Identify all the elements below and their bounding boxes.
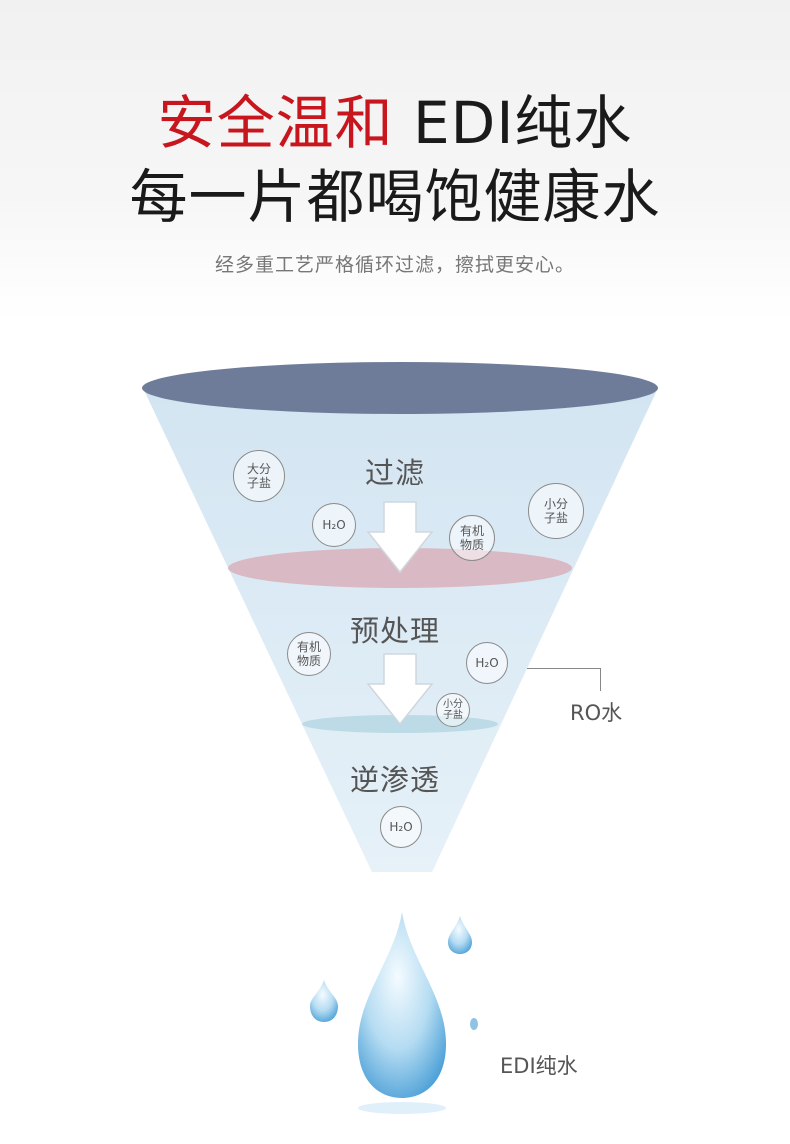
molecule-bubble: H₂O <box>312 503 356 547</box>
molecule-bubble: H₂O <box>380 806 422 848</box>
molecule-bubble: 小分 子盐 <box>528 483 584 539</box>
water-drop-small-icon <box>448 916 472 954</box>
headline-highlight: 安全温和 <box>157 89 394 157</box>
molecule-bubble: 小分 子盐 <box>436 693 470 727</box>
headline-line-2: 每一片都喝饱健康水 <box>129 163 661 231</box>
down-arrow-icon <box>366 501 434 574</box>
down-arrow-icon <box>366 653 434 726</box>
header-background <box>0 0 790 320</box>
headline-product: EDI纯水 <box>393 89 633 157</box>
water-drop-tiny-icon <box>470 1018 478 1030</box>
ro-pointer-line <box>527 668 601 691</box>
funnel-top-layer <box>142 362 658 414</box>
water-drop-large-icon <box>358 912 446 1098</box>
water-drop-small-icon <box>310 980 338 1022</box>
molecule-bubble: H₂O <box>466 642 508 684</box>
molecule-bubble: 有机 物质 <box>287 632 331 676</box>
stage-reverse-osmosis-label: 逆渗透 <box>349 763 440 797</box>
headline-line-1: 安全温和 EDI纯水 <box>0 76 790 160</box>
subtitle: 经多重工艺严格循环过滤，擦拭更安心。 <box>214 254 575 276</box>
edi-water-label: EDI纯水 <box>500 1054 578 1078</box>
ro-water-label: RO水 <box>570 701 623 725</box>
stage-filter-label: 过滤 <box>364 456 425 490</box>
molecule-bubble: 有机 物质 <box>449 515 495 561</box>
water-drop-shadow <box>358 1102 446 1114</box>
stage-pretreat-label: 预处理 <box>349 614 440 648</box>
molecule-bubble: 大分 子盐 <box>233 450 285 502</box>
